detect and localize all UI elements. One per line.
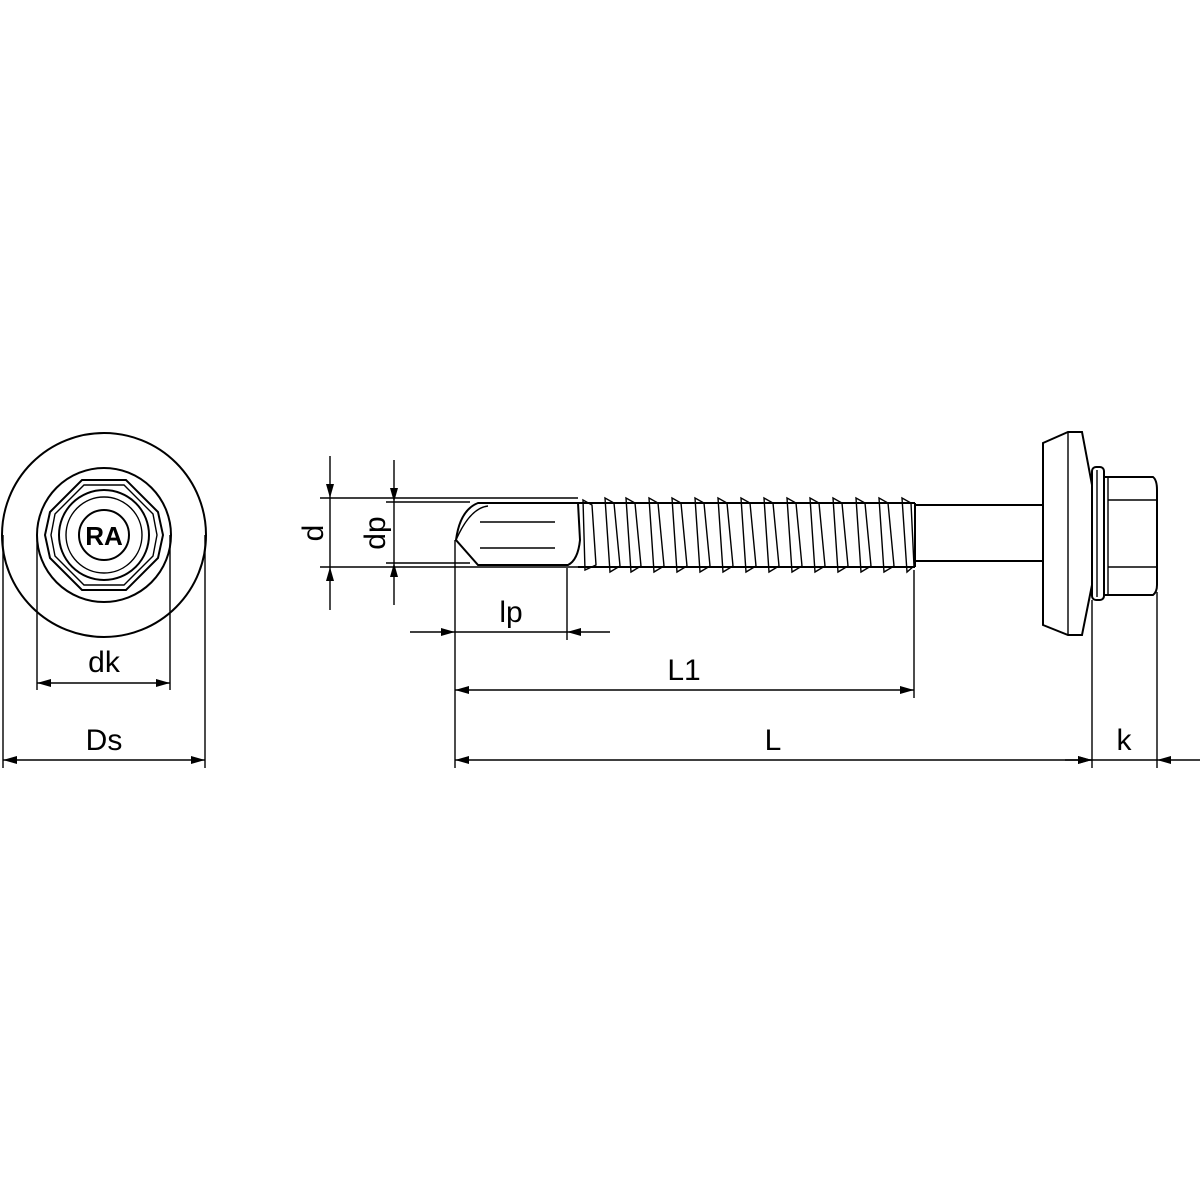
side-dimensions: d dp lp L1 L k xyxy=(297,456,1200,768)
dim-label-Ds: Ds xyxy=(86,724,123,757)
dim-label-L1: L1 xyxy=(667,654,700,687)
dim-label-L: L xyxy=(765,724,782,757)
sealing-washer-outline xyxy=(1,432,207,638)
thread xyxy=(582,496,915,574)
head-flange xyxy=(1091,466,1105,601)
dim-label-k: k xyxy=(1117,724,1133,757)
hex-head-outline xyxy=(43,479,165,591)
drill-point xyxy=(454,502,582,566)
dim-label-lp: lp xyxy=(499,596,522,629)
dim-label-dp: dp xyxy=(359,516,392,549)
dim-label-dk: dk xyxy=(88,646,121,679)
hex-head xyxy=(1103,476,1158,596)
dim-label-d: d xyxy=(297,525,330,542)
head-logo: RA xyxy=(85,521,123,551)
screw-side-view xyxy=(454,431,1158,636)
head-top-view: RA dk Ds xyxy=(1,432,207,768)
